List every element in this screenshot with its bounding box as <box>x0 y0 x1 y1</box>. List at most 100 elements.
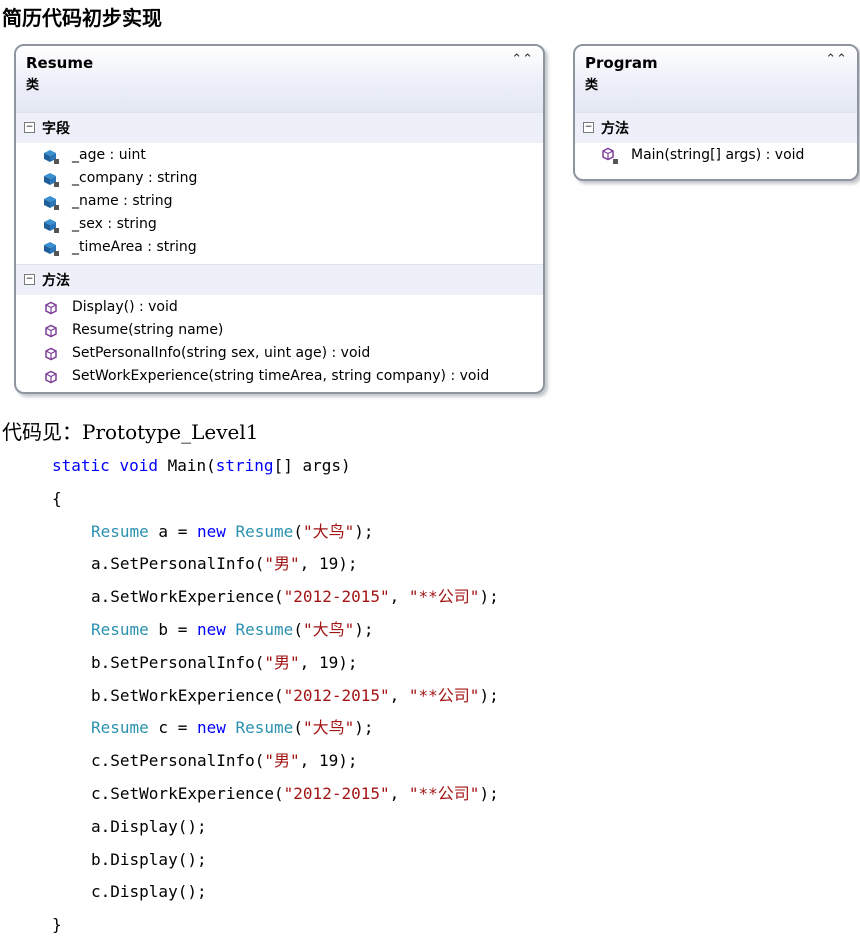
private-field-icon <box>44 173 59 187</box>
code-string: "男" <box>264 652 300 672</box>
minus-box-icon[interactable]: − <box>583 122 594 133</box>
resume-class-shape[interactable]: Resume 类 ⌃⌃ − 字段 _age : uint _company : … <box>14 44 545 394</box>
double-chevron-up-icon[interactable]: ⌃⌃ <box>825 52 847 67</box>
private-field-icon <box>44 196 59 210</box>
code-line: a.SetPersonalInfo("男", 19); <box>52 550 832 583</box>
code-text: a.Display(); <box>91 816 207 836</box>
code-text: , 19); <box>299 751 358 771</box>
private-field-icon <box>44 219 59 233</box>
field-item[interactable]: _company : string <box>16 168 543 191</box>
method-label: Display() : void <box>72 299 178 315</box>
code-line: a.SetWorkExperience("2012-2015", "**公司")… <box>52 583 832 616</box>
code-string: "2012-2015" <box>283 783 390 803</box>
class-kind: 类 <box>26 78 40 93</box>
code-type: Resume <box>91 521 149 541</box>
code-text: ( <box>293 718 303 738</box>
method-item[interactable]: SetWorkExperience(string timeArea, strin… <box>16 366 543 389</box>
methods-section-header[interactable]: − 方法 <box>575 112 857 143</box>
page-heading: 简历代码初步实现 <box>2 6 162 30</box>
code-type: Resume <box>235 718 294 738</box>
minus-box-icon[interactable]: − <box>24 274 35 285</box>
class-header: Resume 类 ⌃⌃ <box>16 46 543 112</box>
method-cube-icon <box>45 347 57 361</box>
code-string: "男" <box>264 554 300 574</box>
code-keyword: new <box>196 521 226 541</box>
section-title: 字段 <box>42 121 70 137</box>
code-text: a.SetPersonalInfo( <box>91 554 265 574</box>
code-type: Resume <box>235 619 294 639</box>
code-text: , <box>389 783 409 803</box>
fields-list: _age : uint _company : string _name : st… <box>16 143 543 264</box>
class-header: Program 类 ⌃⌃ <box>575 46 857 112</box>
code-line: Resume a = new Resume("大鸟"); <box>52 518 832 551</box>
code-text: a = <box>148 521 197 541</box>
code-text: ( <box>293 619 303 639</box>
code-text: b.SetPersonalInfo( <box>91 652 265 672</box>
method-item[interactable]: Resume(string name) <box>16 320 543 343</box>
field-item[interactable]: _timeArea : string <box>16 237 543 260</box>
field-item[interactable]: _age : uint <box>16 145 543 168</box>
code-string: "**公司" <box>408 783 480 803</box>
code-text: , 19); <box>299 652 358 672</box>
code-text: ); <box>479 685 499 705</box>
methods-section-header[interactable]: − 方法 <box>16 264 543 295</box>
private-field-icon <box>44 242 59 256</box>
code-string: "大鸟" <box>302 521 355 541</box>
method-label: SetPersonalInfo(string sex, uint age) : … <box>72 345 371 361</box>
code-text: { <box>52 488 62 508</box>
code-text <box>226 620 236 639</box>
method-item[interactable]: SetPersonalInfo(string sex, uint age) : … <box>16 343 543 366</box>
code-text <box>226 522 236 541</box>
code-text: c.SetWorkExperience( <box>91 783 284 803</box>
section-title: 方法 <box>42 273 70 289</box>
methods-list: Main(string[] args) : void <box>575 143 857 172</box>
field-label: _name : string <box>72 193 173 209</box>
code-string: "男" <box>264 751 300 771</box>
code-text: , <box>389 587 409 607</box>
minus-box-icon[interactable]: − <box>24 122 35 133</box>
code-string: "大鸟" <box>302 718 355 738</box>
code-line: c.SetWorkExperience("2012-2015", "**公司")… <box>52 780 832 813</box>
code-string: "大鸟" <box>302 619 355 639</box>
code-keyword: string <box>215 456 274 475</box>
code-keyword: void <box>119 456 158 475</box>
code-line: b.SetWorkExperience("2012-2015", "**公司")… <box>52 682 832 715</box>
section-title: 方法 <box>601 121 629 137</box>
code-type: Resume <box>91 619 149 639</box>
code-text: ( <box>293 521 303 541</box>
code-line: } <box>52 911 832 944</box>
method-cube-icon <box>45 301 57 315</box>
fields-section-header[interactable]: − 字段 <box>16 112 543 143</box>
code-text <box>226 718 236 737</box>
code-text: b.SetWorkExperience( <box>91 685 284 705</box>
code-text: c = <box>148 718 197 738</box>
code-text: b.Display(); <box>91 849 207 869</box>
field-item[interactable]: _name : string <box>16 191 543 214</box>
method-label: SetWorkExperience(string timeArea, strin… <box>72 368 490 384</box>
method-label: Main(string[] args) : void <box>631 147 805 163</box>
program-class-shape[interactable]: Program 类 ⌃⌃ − 方法 Main(string[] args) : … <box>573 44 859 181</box>
method-item[interactable]: Display() : void <box>16 297 543 320</box>
code-reference: 代码见：Prototype_Level1 <box>2 420 259 444</box>
private-field-icon <box>44 150 59 164</box>
code-text: ); <box>354 718 374 738</box>
class-name: Program <box>585 54 658 72</box>
code-text: , 19); <box>299 554 358 574</box>
code-string: "**公司" <box>408 587 480 607</box>
field-label: _sex : string <box>72 216 157 232</box>
class-name: Resume <box>26 54 94 72</box>
code-line: Resume b = new Resume("大鸟"); <box>52 616 832 649</box>
code-line: a.Display(); <box>52 813 832 846</box>
code-text: a.SetWorkExperience( <box>91 587 284 607</box>
code-type: Resume <box>235 521 294 541</box>
code-keyword: static <box>52 456 110 475</box>
method-cube-icon <box>45 370 57 384</box>
code-text: Main( <box>157 456 216 475</box>
code-line: c.SetPersonalInfo("男", 19); <box>52 747 832 780</box>
code-type: Resume <box>91 718 149 738</box>
field-item[interactable]: _sex : string <box>16 214 543 237</box>
double-chevron-up-icon[interactable]: ⌃⌃ <box>511 52 533 67</box>
method-item[interactable]: Main(string[] args) : void <box>575 145 857 168</box>
method-cube-icon <box>45 324 57 338</box>
static-method-cube-icon <box>602 147 618 164</box>
